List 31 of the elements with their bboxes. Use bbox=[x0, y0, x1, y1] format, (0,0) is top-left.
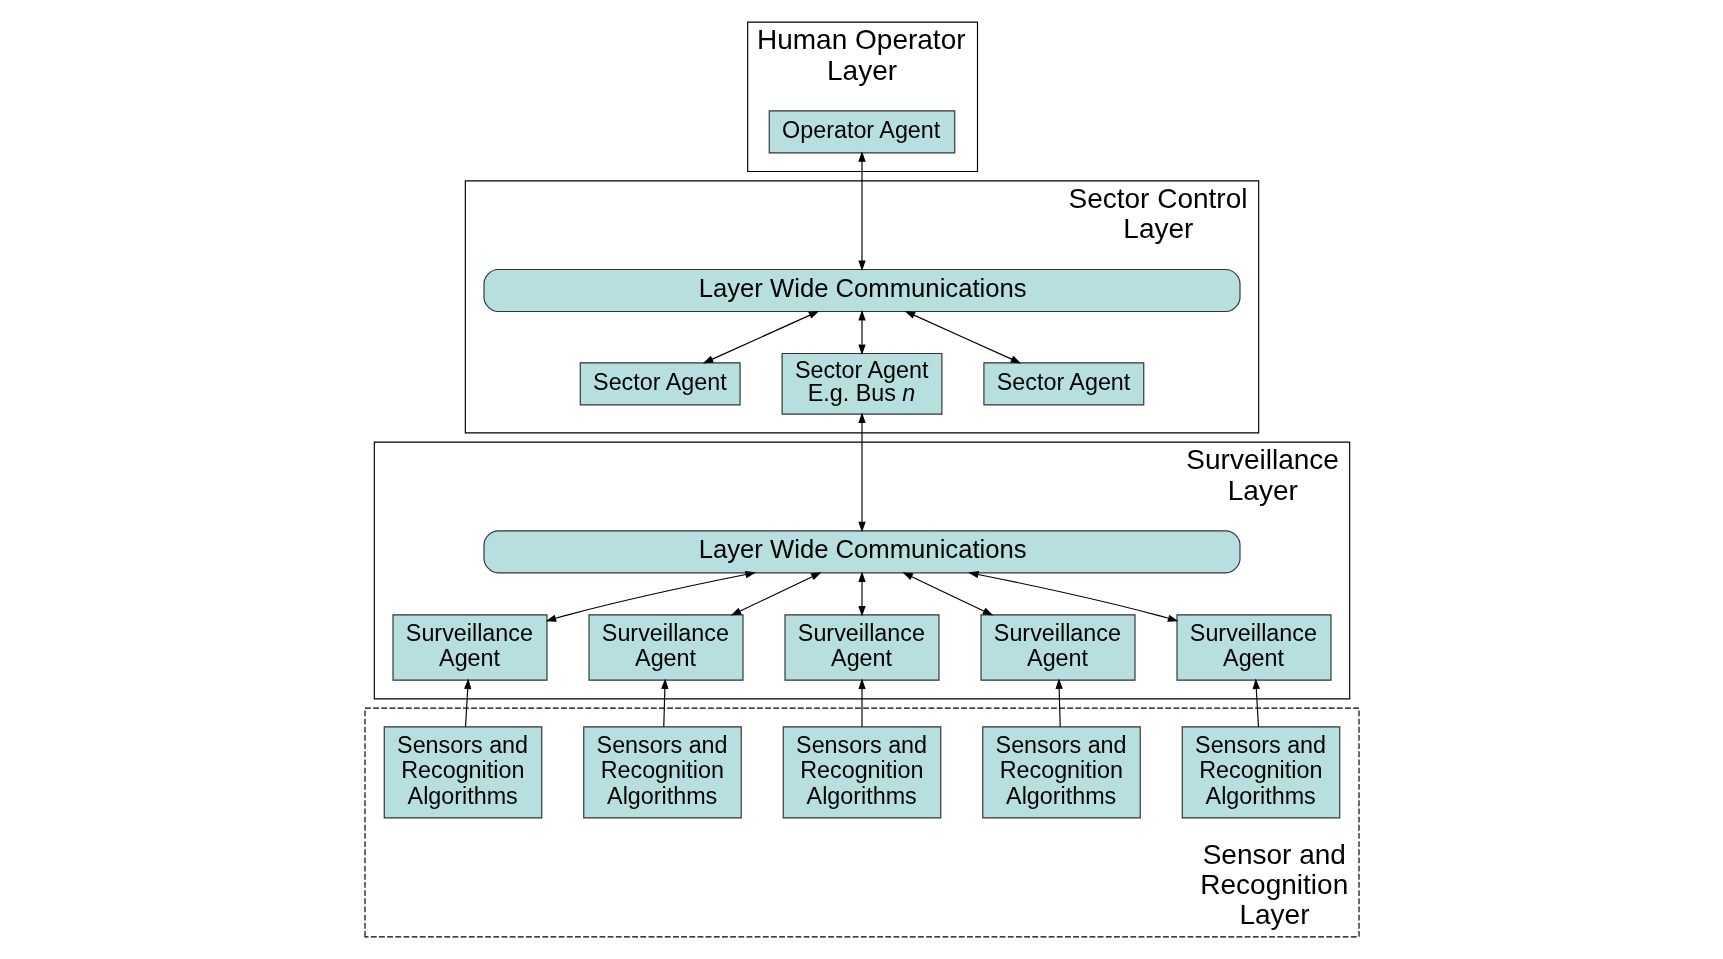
arrow bbox=[463, 678, 471, 728]
arrow bbox=[901, 572, 993, 616]
arrow bbox=[857, 151, 866, 272]
arrow bbox=[857, 571, 866, 617]
node-box: Layer Wide Communications bbox=[482, 268, 1241, 313]
arrow bbox=[857, 310, 866, 355]
node-box: Surveillance Agent bbox=[587, 614, 744, 681]
arrow bbox=[857, 412, 866, 533]
node-box: Surveillance Agent bbox=[979, 614, 1136, 681]
node-box: Sensors and Recognition Algorithms bbox=[383, 726, 542, 819]
arrow bbox=[660, 678, 669, 728]
arrow bbox=[730, 572, 822, 616]
arrow bbox=[545, 570, 756, 622]
node-box: Surveillance Agent bbox=[391, 614, 548, 681]
node-box: Sensors and Recognition Algorithms bbox=[582, 726, 742, 819]
arrow bbox=[1252, 678, 1260, 728]
node-box: Layer Wide Communications bbox=[482, 530, 1241, 574]
node-box: Surveillance Agent bbox=[1175, 614, 1332, 681]
arrow bbox=[904, 310, 1021, 364]
arrow bbox=[702, 310, 819, 364]
arrow bbox=[1054, 678, 1063, 728]
node-box: Operator Agent bbox=[768, 110, 955, 154]
node-box: Sensors and Recognition Algorithms bbox=[981, 726, 1141, 819]
arrow bbox=[857, 678, 866, 728]
node-box: Sector Agent bbox=[579, 362, 741, 406]
node-box: Sector Agent bbox=[982, 362, 1144, 406]
node-box: Surveillance Agent bbox=[783, 614, 940, 681]
node-box: Sector Agent E.g. Bus n bbox=[781, 352, 942, 415]
arrow bbox=[967, 570, 1178, 622]
node-box: Sensors and Recognition Algorithms bbox=[782, 726, 941, 819]
node-box: Sensors and Recognition Algorithms bbox=[1181, 726, 1340, 819]
